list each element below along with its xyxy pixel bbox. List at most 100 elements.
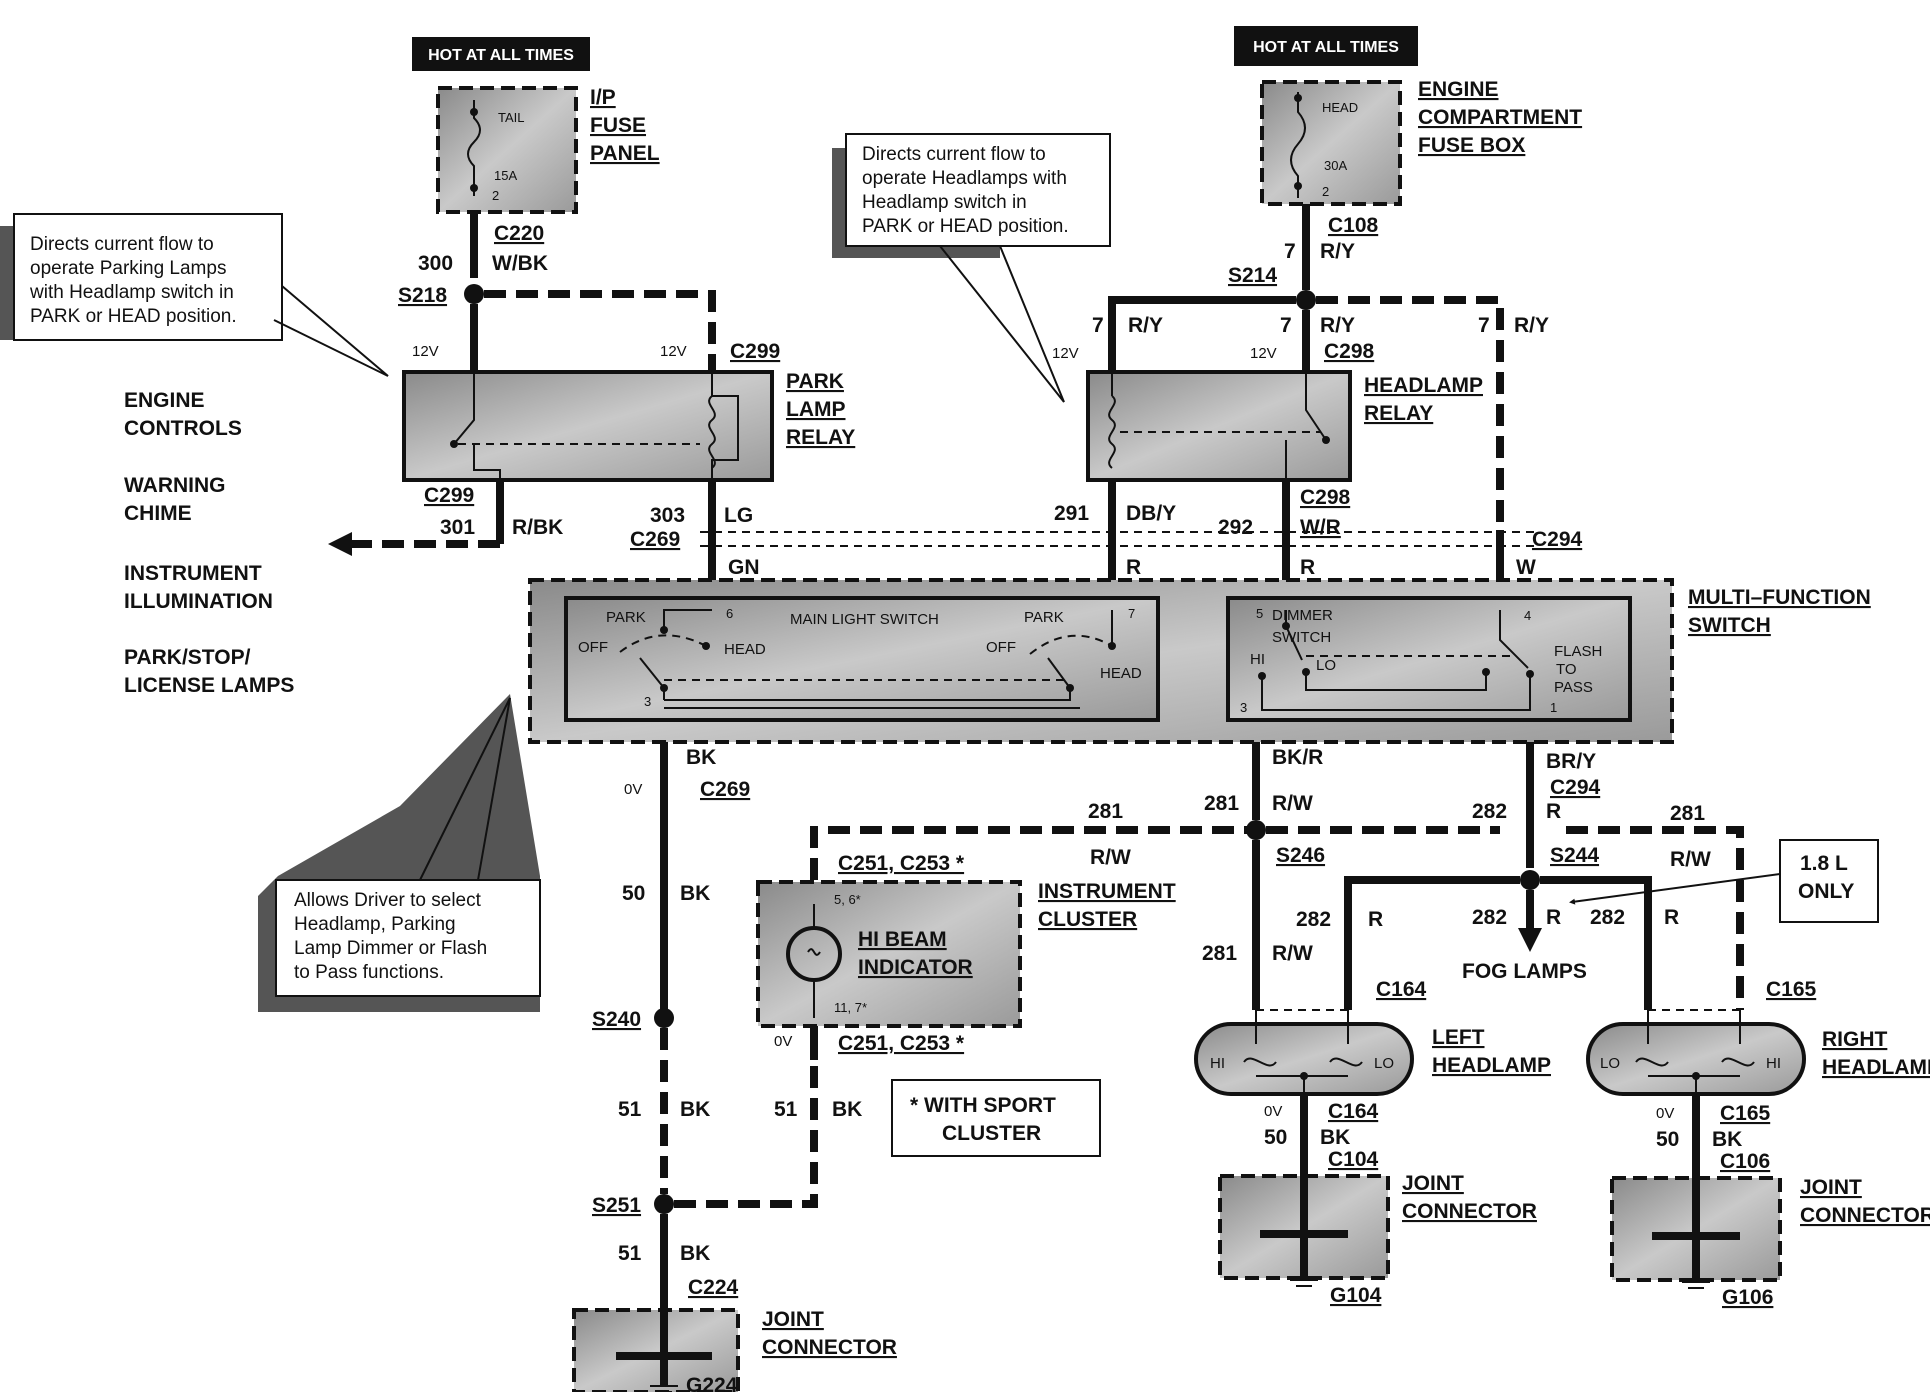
- svg-text:LO: LO: [1374, 1055, 1394, 1072]
- wire-300: 300 W/BK C220: [418, 212, 548, 278]
- svg-text:COMPARTMENT: COMPARTMENT: [1418, 106, 1582, 129]
- svg-text:SWITCH: SWITCH: [1688, 614, 1771, 637]
- wires-s214: 7 R/Y 7 R/Y 7 R/Y 12V 12V C298: [1052, 296, 1549, 530]
- svg-text:PASS: PASS: [1554, 679, 1593, 696]
- svg-text:FUSE: FUSE: [590, 114, 646, 137]
- svg-text:R/Y: R/Y: [1514, 314, 1549, 337]
- svg-text:12V: 12V: [412, 343, 439, 360]
- label-s218: S218: [398, 284, 447, 307]
- left-headlamp: HI LO LEFT HEADLAMP: [1194, 1009, 1551, 1096]
- svg-text:G224: G224: [686, 1374, 738, 1392]
- svg-text:LICENSE LAMPS: LICENSE LAMPS: [124, 674, 294, 697]
- svg-text:MULTI–FUNCTION: MULTI–FUNCTION: [1688, 586, 1871, 609]
- svg-text:R/Y: R/Y: [1320, 240, 1355, 263]
- wire-51-left: 51 BK: [618, 1028, 710, 1194]
- svg-text:RELAY: RELAY: [786, 426, 855, 449]
- svg-text:LO: LO: [1316, 657, 1336, 674]
- svg-text:R/Y: R/Y: [1320, 314, 1355, 337]
- wire-282-branches: 282 R 282 R 282 R FOG LAMPS C164: [1296, 876, 1679, 1010]
- svg-text:I/P: I/P: [590, 86, 616, 109]
- label-s251: S251: [592, 1194, 641, 1217]
- svg-text:7: 7: [1092, 314, 1104, 337]
- wire-291: 291 DB/Y R: [1054, 480, 1176, 580]
- svg-text:FOG LAMPS: FOG LAMPS: [1462, 960, 1587, 983]
- engine-compartment-fuse-box: HEAD 30A 2 ENGINE COMPARTMENT FUSE BOX: [1260, 78, 1582, 206]
- connector-c269-c294-band: [700, 531, 1540, 547]
- svg-text:CLUSTER: CLUSTER: [1038, 908, 1137, 931]
- svg-text:W/BK: W/BK: [492, 252, 548, 275]
- svg-text:W/R: W/R: [1300, 516, 1341, 539]
- svg-text:30A: 30A: [1324, 158, 1347, 173]
- svg-text:G104: G104: [1330, 1284, 1382, 1307]
- svg-text:C220: C220: [494, 222, 544, 245]
- left-headlamp-ground: 0V C164 50 BK C104: [1264, 1094, 1379, 1176]
- svg-text:ONLY: ONLY: [1798, 880, 1854, 903]
- svg-text:BK: BK: [686, 746, 716, 769]
- svg-text:0V: 0V: [624, 781, 642, 798]
- svg-text:BK: BK: [680, 882, 710, 905]
- svg-text:C224: C224: [688, 1276, 739, 1299]
- svg-text:12V: 12V: [1052, 345, 1079, 362]
- svg-text:3: 3: [644, 694, 651, 709]
- svg-text:RELAY: RELAY: [1364, 402, 1433, 425]
- svg-text:* WITH SPORT: * WITH SPORT: [910, 1094, 1056, 1117]
- svg-text:HEADLAMP: HEADLAMP: [1432, 1054, 1551, 1077]
- svg-text:JOINT: JOINT: [762, 1308, 824, 1331]
- svg-text:PARK or HEAD position.: PARK or HEAD position.: [30, 306, 237, 327]
- svg-text:SWITCH: SWITCH: [1272, 629, 1331, 646]
- svg-text:C269: C269: [630, 528, 680, 551]
- label-c294-top: C294: [1532, 528, 1583, 551]
- svg-text:Headlamp, Parking: Headlamp, Parking: [294, 914, 456, 935]
- svg-text:1.8 L: 1.8 L: [1800, 852, 1848, 875]
- svg-text:HI: HI: [1250, 651, 1265, 668]
- svg-text:Allows Driver to select: Allows Driver to select: [294, 890, 482, 911]
- svg-text:HI: HI: [1766, 1055, 1781, 1072]
- svg-text:R: R: [1126, 556, 1141, 579]
- svg-text:W: W: [1516, 556, 1536, 579]
- svg-text:281: 281: [1204, 792, 1239, 815]
- wire-51-cluster: [674, 1036, 818, 1208]
- hot-at-all-times-left: HOT AT ALL TIMES: [412, 37, 590, 71]
- svg-text:51: 51: [618, 1242, 642, 1265]
- wire-281-left-headlamp: 281 R/W: [1202, 840, 1313, 1010]
- svg-text:6: 6: [726, 606, 733, 621]
- wire-51-to-g224: 51 BK C224: [618, 1214, 739, 1310]
- svg-text:R: R: [1546, 800, 1561, 823]
- svg-text:11, 7*: 11, 7*: [834, 1000, 867, 1015]
- svg-text:HOT AT ALL TIMES: HOT AT ALL TIMES: [1253, 39, 1399, 56]
- svg-text:C299: C299: [424, 484, 474, 507]
- svg-text:CONNECTOR: CONNECTOR: [1402, 1200, 1537, 1223]
- svg-text:300: 300: [418, 252, 453, 275]
- svg-text:BK: BK: [1320, 1126, 1350, 1149]
- svg-text:0V: 0V: [1656, 1105, 1674, 1122]
- joint-connector-g224: JOINT CONNECTOR G224: [572, 1308, 897, 1397]
- label-s246: S246: [1276, 844, 1325, 867]
- svg-text:51: 51: [618, 1098, 642, 1121]
- hot-at-all-times-right: HOT AT ALL TIMES: [1234, 26, 1418, 66]
- dimmer-switch: [1226, 596, 1632, 722]
- svg-text:ENGINE: ENGINE: [1418, 78, 1499, 101]
- svg-text:301: 301: [440, 516, 475, 539]
- svg-text:C298: C298: [1300, 486, 1351, 509]
- svg-text:5: 5: [1256, 606, 1263, 621]
- splice-s244: [1520, 870, 1540, 890]
- svg-text:1: 1: [1550, 700, 1557, 715]
- svg-text:C269: C269: [700, 778, 750, 801]
- svg-text:C104: C104: [1328, 1148, 1379, 1171]
- svg-text:operate Headlamps with: operate Headlamps with: [862, 168, 1067, 189]
- svg-text:WARNING: WARNING: [124, 474, 226, 497]
- label-c251-bottom: C251, C253 *: [838, 1032, 965, 1055]
- svg-text:DB/Y: DB/Y: [1126, 502, 1176, 525]
- svg-text:291: 291: [1054, 502, 1089, 525]
- ip-fuse-panel: TAIL 15A 2 I/P FUSE PANEL: [436, 86, 660, 214]
- callout-headlamp-relay: Directs current flow to operate Headlamp…: [832, 133, 1111, 403]
- svg-text:RIGHT: RIGHT: [1822, 1028, 1888, 1051]
- svg-text:CONNECTOR: CONNECTOR: [1800, 1204, 1930, 1227]
- wire-bkr: BK/R 281 R/W: [1204, 742, 1323, 820]
- callout-multifunction-switch: Allows Driver to select Headlamp, Parkin…: [258, 694, 541, 1012]
- label-s214: S214: [1228, 264, 1277, 287]
- wire-bry: BR/Y C294 282 R: [1472, 742, 1601, 868]
- svg-text:R/Y: R/Y: [1128, 314, 1163, 337]
- svg-text:C294: C294: [1550, 776, 1601, 799]
